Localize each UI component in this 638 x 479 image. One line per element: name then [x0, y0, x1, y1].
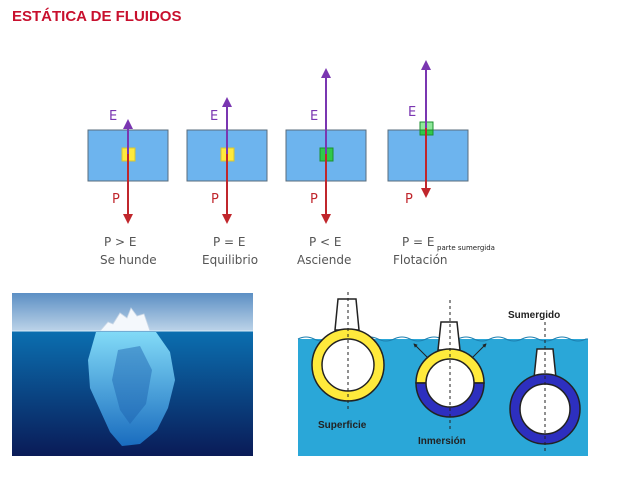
submarine-surface: Superficie — [311, 292, 385, 431]
iceberg-tip — [99, 307, 151, 332]
iceberg-illustration — [12, 293, 253, 456]
condition-label: P = E — [213, 235, 246, 249]
case-floating: E P P = E parte sumergida Flotación — [387, 60, 495, 267]
case-equilibrium: E P P = E Equilibrio — [186, 97, 268, 267]
air-vent-left — [413, 343, 429, 359]
condition-label: P = E — [402, 235, 435, 249]
submarine-submerged: Sumergido — [508, 310, 581, 452]
submarine-diagram: Superficie Inmersión Sumergido — [297, 292, 588, 456]
condition-label: P < E — [309, 235, 342, 249]
page-title: ESTÁTICA DE FLUIDOS — [12, 8, 182, 25]
buoyancy-label: E — [310, 109, 318, 124]
weight-label: P — [112, 192, 120, 207]
weight-label: P — [310, 192, 318, 207]
force-cases: E P P > E Se hunde E P P = E Equilibrio … — [87, 60, 495, 267]
weight-label: P — [211, 192, 219, 207]
case-rises: E P P < E Asciende — [285, 68, 367, 267]
buoyancy-label: E — [408, 105, 416, 120]
iceberg-underwater — [88, 332, 175, 446]
result-label: Se hunde — [100, 253, 157, 267]
submarine-diving: Inmersión — [413, 300, 487, 447]
water-box — [387, 129, 469, 182]
stage-label: Sumergido — [508, 310, 560, 321]
sail — [437, 321, 461, 351]
stage-label: Inmersión — [418, 436, 466, 447]
air-vent-right — [471, 343, 487, 359]
buoyancy-label: E — [210, 109, 218, 124]
result-label: Asciende — [297, 253, 351, 267]
condition-label: P > E — [104, 235, 137, 249]
pressure-hull — [425, 358, 475, 408]
condition-subscript: parte sumergida — [437, 244, 495, 252]
sail — [334, 298, 360, 331]
weight-label: P — [405, 192, 413, 207]
result-label: Equilibrio — [202, 253, 258, 267]
buoyancy-label: E — [109, 109, 117, 124]
iceberg-shadow — [112, 346, 152, 424]
result-label: Flotación — [393, 253, 448, 267]
case-sinks: E P P > E Se hunde — [87, 109, 169, 267]
stage-label: Superficie — [318, 420, 367, 431]
